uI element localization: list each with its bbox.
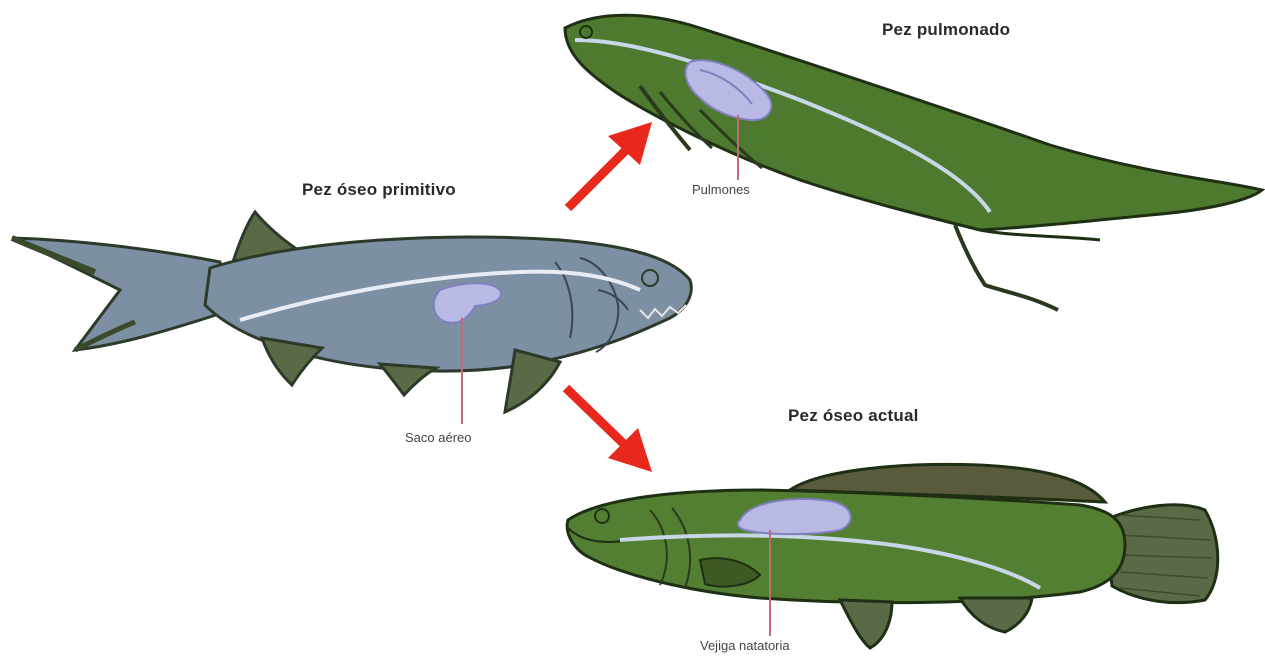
label-air-sac: Saco aéreo <box>405 430 472 445</box>
arrow-to-modern-fish <box>566 388 652 472</box>
primitive-pelvic-fin <box>262 338 322 385</box>
label-lungs: Pulmones <box>692 182 750 197</box>
title-lungfish: Pez pulmonado <box>882 20 1010 40</box>
primitive-bony-fish <box>12 212 691 424</box>
lungfish-pelvic-fin <box>955 225 1058 310</box>
modern-pelvic-fin <box>840 600 892 648</box>
primitive-tail-fin <box>12 238 225 350</box>
primitive-anal-fin <box>380 364 436 395</box>
arrow-to-lungfish <box>568 122 652 208</box>
label-swim-bladder: Vejiga natatoria <box>700 638 790 653</box>
modern-bony-fish <box>567 464 1218 648</box>
modern-anal-fin <box>960 598 1032 632</box>
title-primitive-bony-fish: Pez óseo primitivo <box>302 180 456 200</box>
title-modern-bony-fish: Pez óseo actual <box>788 406 919 426</box>
primitive-pectoral-fin <box>505 350 560 412</box>
